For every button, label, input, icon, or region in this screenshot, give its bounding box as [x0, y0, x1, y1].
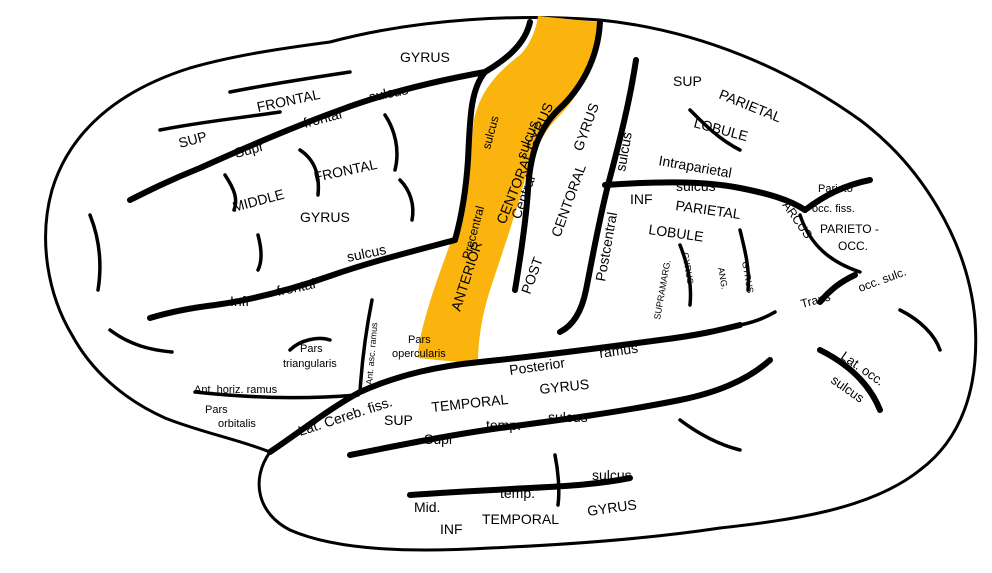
label-ant-horiz-ramus: Ant. horiz. ramus — [194, 384, 278, 396]
occipital-minor-sulcus — [898, 308, 942, 352]
label-infr-frontal-sulcus-2: frontal — [275, 275, 316, 299]
label-postcentral-sulcus-2: sulcus — [612, 131, 635, 173]
frontal-minor-sulcus-3 — [223, 173, 238, 212]
label-pars-orbitalis-1: Pars — [205, 404, 228, 416]
label-intraparietal-2: sulcus — [676, 178, 716, 194]
arcus-sulcus — [798, 213, 862, 274]
anterior-horizontal-ramus — [193, 390, 360, 400]
label-middle-frontal-3: GYRUS — [300, 209, 350, 225]
lateral-cerebral-fissure — [267, 322, 743, 455]
label-sup-temporal-gyrus-1: SUP — [384, 412, 413, 428]
inferior-frontal-sulcus — [147, 237, 458, 321]
precentral-sulcus — [452, 19, 533, 243]
label-pars-triangularis-2: triangularis — [283, 358, 337, 370]
label-parieto-occ-fiss-1: Parieto — [818, 183, 853, 195]
label-inf-parietal-lobule-3: LOBULE — [648, 221, 705, 245]
parieto-occipital-fissure — [802, 177, 873, 213]
label-pars-triangularis-1: Pars — [300, 343, 323, 355]
label-ang-gyrus-1: ANG. — [716, 267, 730, 290]
label-mid-temp-sulcus-1: Mid. — [414, 499, 440, 515]
label-supr-temp-sulcus-2: temp. — [486, 417, 521, 433]
label-supr-temp-sulcus-1: Supr — [424, 431, 454, 447]
frontal-minor-sulcus-5 — [256, 233, 263, 272]
label-inf-parietal-lobule-1: INF — [630, 191, 653, 207]
frontal-minor-sulcus-8 — [88, 213, 102, 292]
anterior-ascending-ramus — [358, 298, 374, 394]
superior-frontal-sulcus — [127, 69, 488, 203]
postcentral-sulcus — [557, 57, 639, 335]
posterior-ramus-tail — [738, 310, 777, 327]
anterior-central-gyrus-highlight — [418, 16, 600, 364]
label-sup-temporal-gyrus-3: GYRUS — [539, 376, 590, 397]
parietal-minor-sulcus-2 — [678, 243, 693, 307]
label-supr-temp-sulcus-3: sulcus — [548, 409, 588, 425]
frontal-minor-sulcus-2 — [383, 113, 399, 172]
label-posterior-ramus-1: Posterior — [508, 354, 566, 378]
intraparietal-branch — [688, 108, 742, 152]
label-mid-temp-sulcus-2: temp. — [500, 485, 535, 501]
label-supr-frontal-sulcus-1: Supr — [233, 138, 266, 161]
intraparietal-sulcus — [602, 179, 808, 213]
label-posterior-ramus-2: ramus — [598, 340, 639, 361]
transverse-occipital-sulcus — [817, 272, 858, 305]
label-parieto-occ-2: OCC. — [838, 239, 868, 253]
frontal-minor-sulcus-1 — [298, 148, 321, 197]
label-pars-orbitalis-2: orbitalis — [218, 418, 256, 430]
label-inf-temporal-gyrus-1: INF — [440, 521, 463, 537]
brain-outline — [44, 16, 978, 552]
parietal-minor-sulcus — [738, 228, 751, 292]
middle-temporal-sulcus — [407, 475, 633, 498]
frontal-minor-sulcus-6 — [158, 110, 282, 132]
label-sup-frontal-gyrus-1: GYRUS — [400, 49, 450, 65]
central-sulcus — [512, 19, 603, 293]
temporal-minor-sulcus — [678, 418, 742, 452]
label-inf-temporal-gyrus-3: GYRUS — [586, 496, 638, 519]
frontal-minor-sulcus-7 — [228, 70, 352, 94]
label-pars-opercularis-1: Pars — [408, 334, 431, 346]
superior-temporal-sulcus — [347, 357, 773, 458]
label-infr-frontal-sulcus-1: Infr — [230, 293, 251, 309]
label-mid-temp-sulcus-3: sulcus — [592, 467, 632, 483]
frontal-minor-sulcus-10 — [288, 336, 332, 352]
frontal-minor-sulcus-9 — [108, 328, 174, 354]
frontal-minor-sulcus-4 — [398, 178, 415, 222]
label-parieto-occ-fiss-2: occ. fiss. — [812, 203, 855, 215]
label-sup-frontal-gyrus-3: SUP — [177, 128, 209, 151]
lateral-occipital-sulcus — [817, 347, 883, 413]
label-sup-parietal-lobule-1: SUP — [673, 73, 702, 89]
label-inf-temporal-gyrus-2: TEMPORAL — [482, 511, 559, 527]
label-parieto-occ-1: PARIETO - — [820, 222, 879, 236]
temporal-minor-sulcus-2 — [553, 453, 561, 507]
label-pars-opercularis-2: opercularis — [392, 348, 446, 360]
